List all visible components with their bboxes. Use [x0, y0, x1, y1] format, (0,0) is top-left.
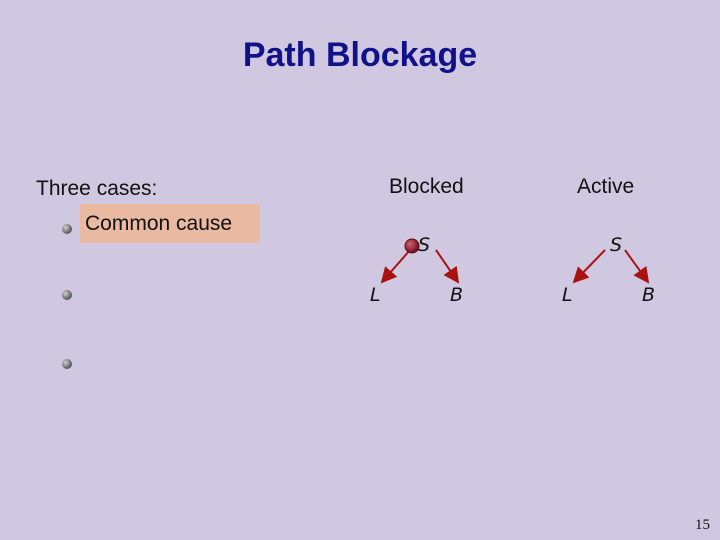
blocked-node-l: L: [370, 284, 381, 306]
bullet-3-icon: [62, 359, 72, 369]
bullet-2-icon: [62, 290, 72, 300]
active-node-l: L: [562, 284, 573, 306]
blocked-node-s: S: [418, 234, 430, 256]
blocked-edge-s-b: [435, 249, 460, 284]
highlight-box: [80, 204, 260, 243]
intro-text: Three cases:: [36, 177, 158, 200]
slide-title: Path Blockage: [242, 36, 478, 74]
active-node-b: B: [642, 284, 655, 306]
observed-marker-icon: [404, 238, 420, 254]
blocked-header: Blocked: [389, 175, 464, 198]
active-edge-s-b: [624, 249, 650, 284]
blocked-edge-s-l: [380, 249, 411, 284]
page-number: 15: [695, 517, 710, 533]
blocked-diagram: S L B: [370, 234, 463, 306]
active-node-s: S: [610, 234, 622, 256]
blocked-node-b: B: [450, 284, 463, 306]
active-header: Active: [577, 175, 635, 198]
active-diagram: S L B: [562, 234, 655, 306]
case-common-cause: Common cause: [85, 212, 233, 235]
active-edge-s-l: [572, 249, 606, 284]
bullet-1-icon: [62, 224, 72, 234]
